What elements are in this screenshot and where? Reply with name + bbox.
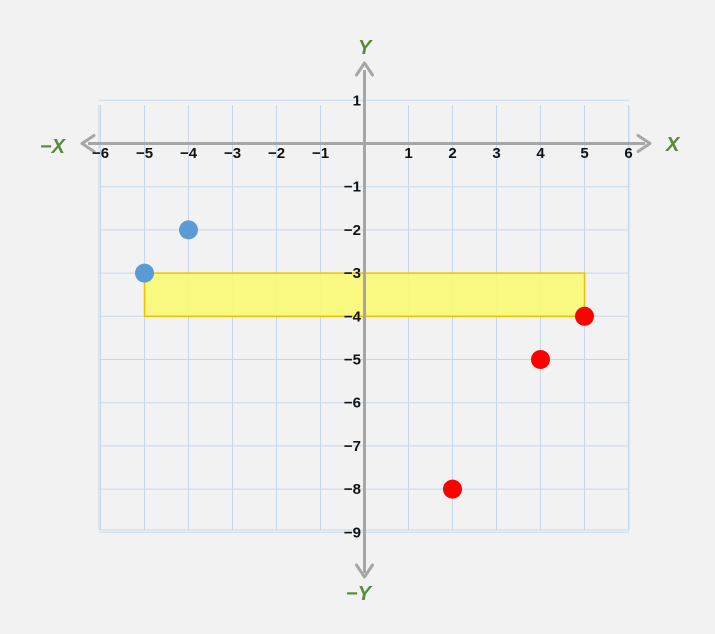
x-tick-label: 3 <box>492 145 500 162</box>
red-data-point <box>531 350 550 369</box>
x-tick-label: 5 <box>580 145 588 162</box>
axes <box>80 61 652 579</box>
x-tick-label: −1 <box>312 145 329 162</box>
y-tick-label: −1 <box>344 179 361 196</box>
y-axis-negative-label: −Y <box>346 583 373 605</box>
x-tick-label: −4 <box>180 145 198 162</box>
y-axis-arrow-down <box>355 563 374 579</box>
x-tick-label: 1 <box>404 145 412 162</box>
y-tick-label: −8 <box>344 481 361 498</box>
y-tick-label: −2 <box>344 222 361 239</box>
x-tick-label: 2 <box>448 145 456 162</box>
x-tick-label: −6 <box>92 145 109 162</box>
y-tick-label: 1 <box>353 92 361 109</box>
x-tick-label: 4 <box>536 145 545 162</box>
y-tick-label: −6 <box>344 395 361 412</box>
red-data-point <box>575 306 594 326</box>
data-points <box>135 220 594 499</box>
y-tick-label: −3 <box>344 265 361 282</box>
x-tick-label: −5 <box>136 145 153 162</box>
y-tick-label: −5 <box>344 352 361 369</box>
y-axis-positive-label: Y <box>358 37 373 59</box>
red-data-point <box>443 479 462 499</box>
x-tick-label: 6 <box>624 145 632 162</box>
y-axis-arrow-up <box>355 61 374 77</box>
x-tick-label: −2 <box>268 145 285 162</box>
x-axis-arrow-right <box>636 134 652 153</box>
x-axis-positive-label: X <box>665 134 681 156</box>
y-tick-label: −9 <box>344 524 361 541</box>
x-axis-arrow-left <box>80 134 96 153</box>
y-tick-label: −7 <box>344 438 361 455</box>
axis-names: X −X Y −Y <box>40 37 681 605</box>
x-tick-label: −3 <box>224 145 241 162</box>
tick-labels: −6 −5 −4 −3 −2 −1 1 2 3 4 5 6 1 −1 −2 −3 −4 −5 −6 −7 −8 −9 <box>92 92 633 541</box>
blue-data-point <box>179 220 198 240</box>
blue-data-point <box>135 263 154 283</box>
y-tick-label: −4 <box>344 308 362 325</box>
x-axis-negative-label: −X <box>40 136 67 158</box>
